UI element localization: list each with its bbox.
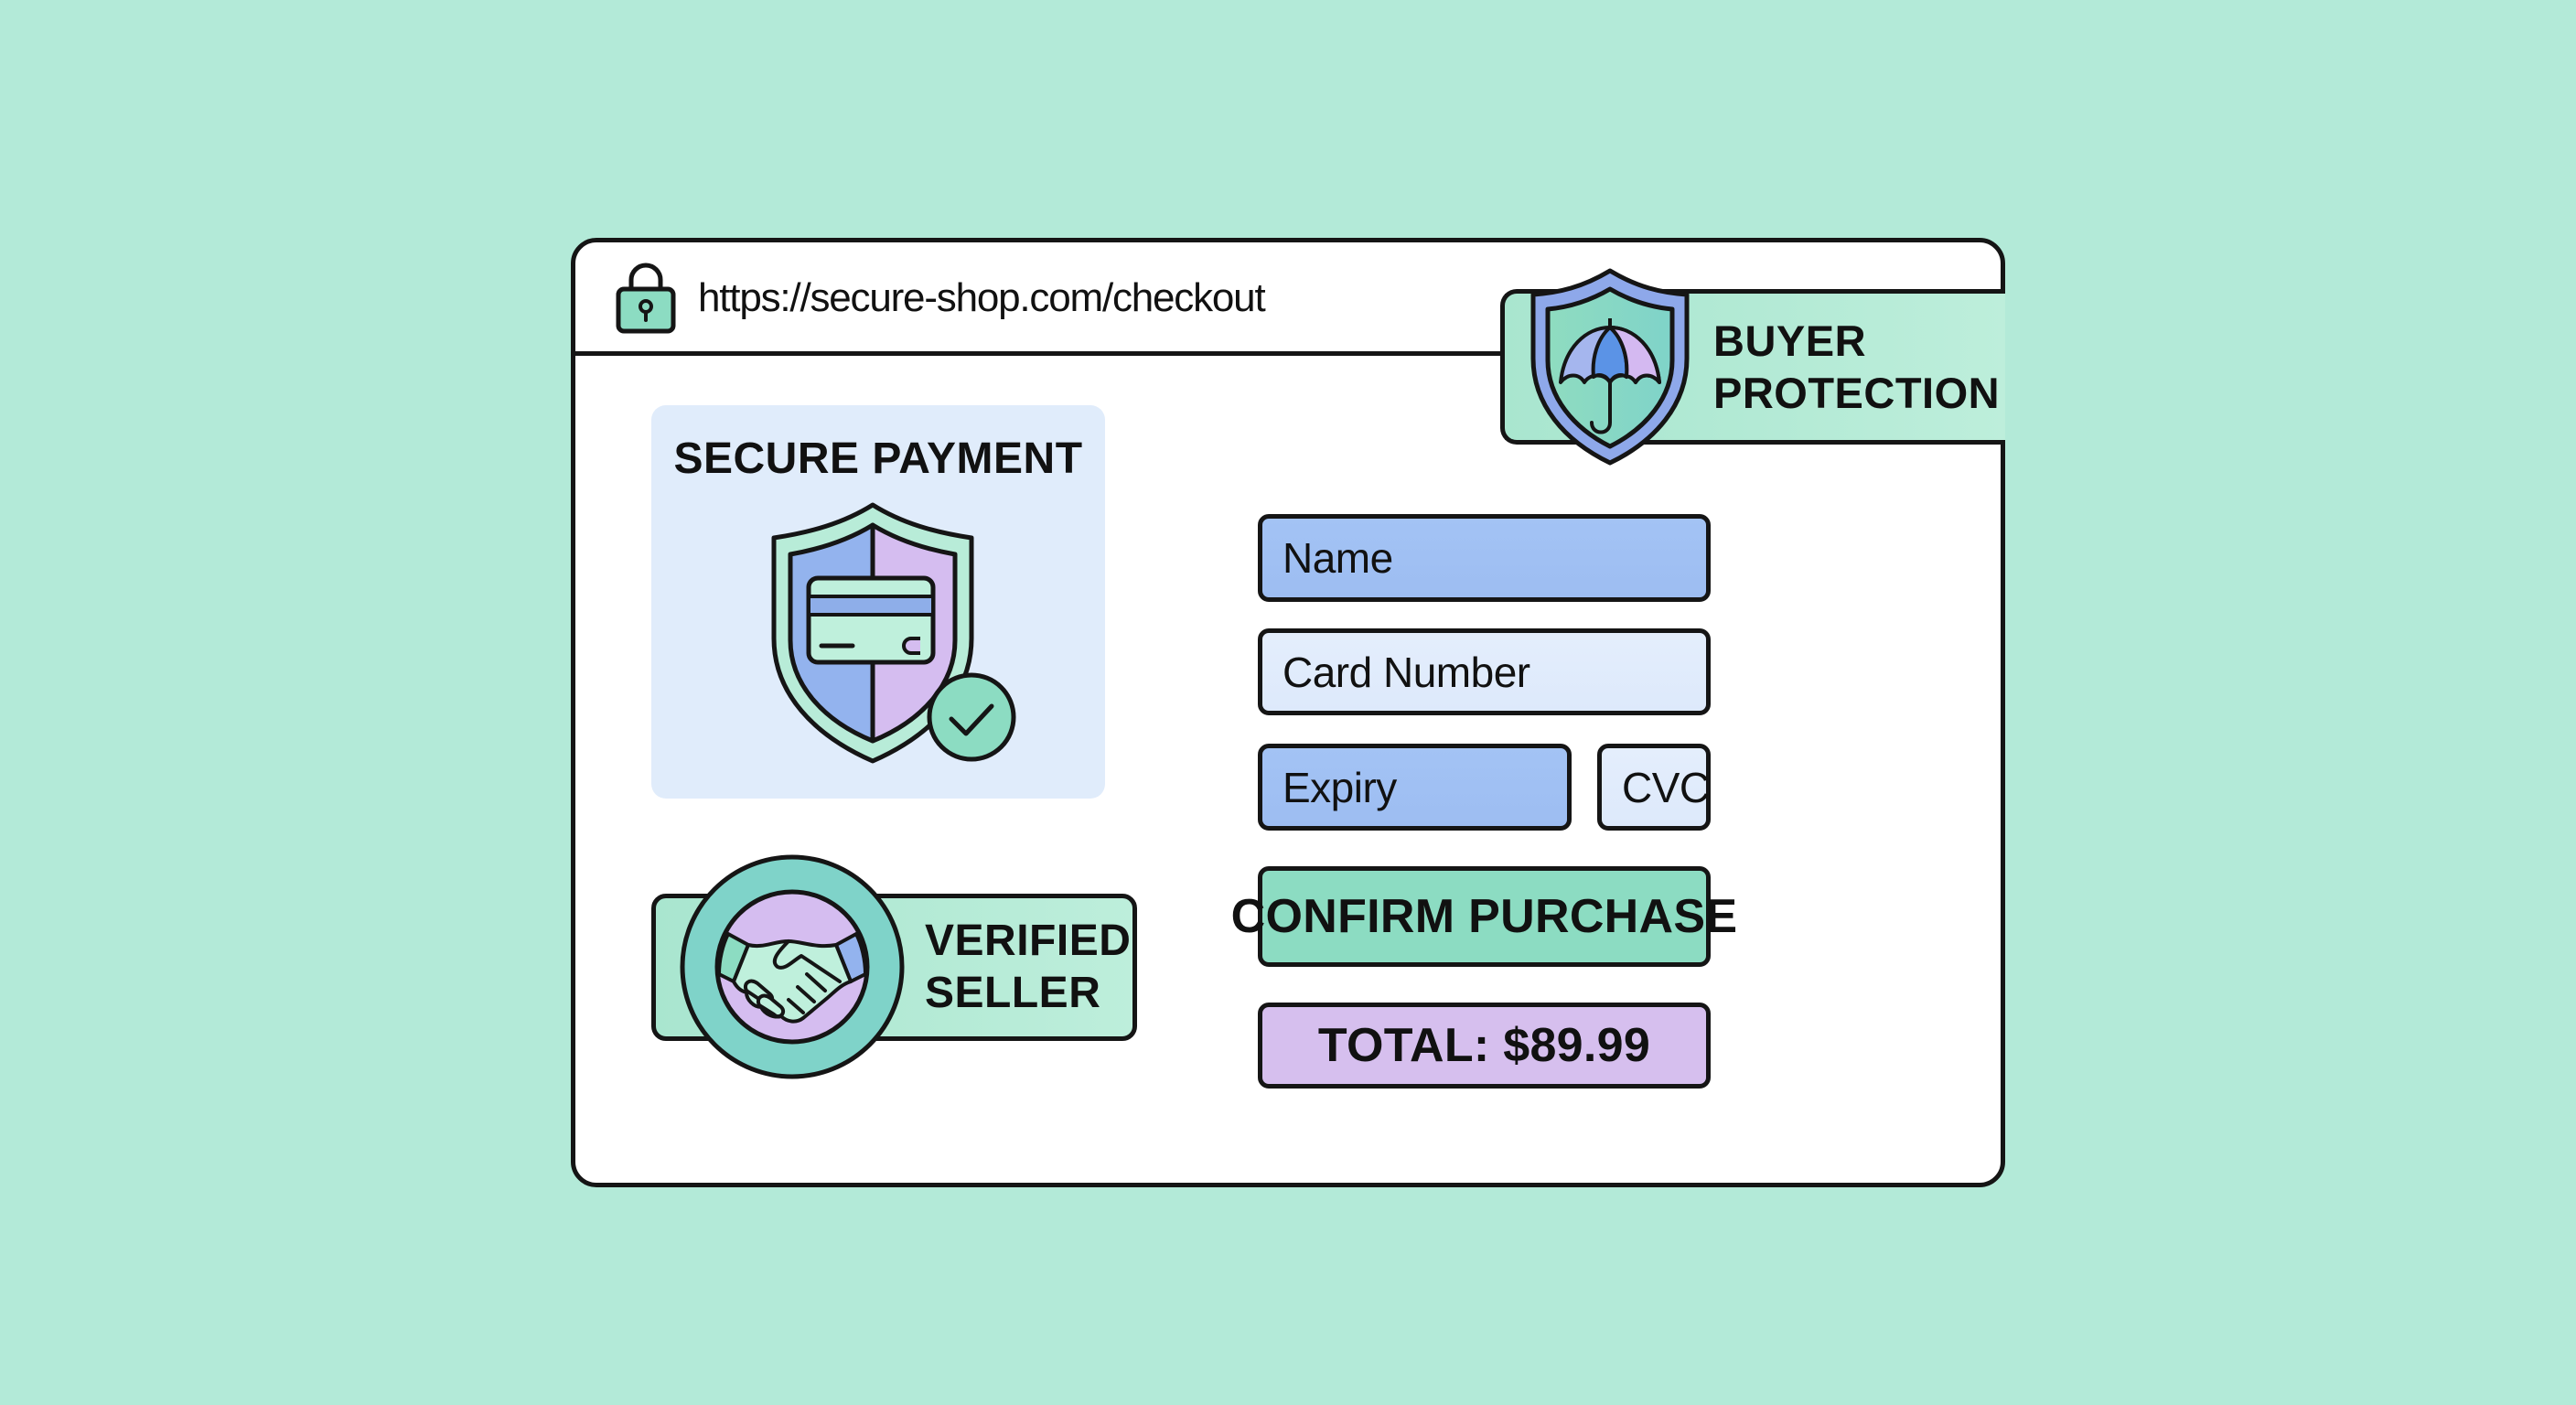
url-bar[interactable]: https://secure-shop.com/checkout [698, 275, 1266, 320]
card-number-input[interactable]: Card Number [1258, 628, 1711, 715]
card-number-placeholder: Card Number [1283, 648, 1530, 696]
order-total-label: TOTAL: $89.99 [1317, 1019, 1651, 1072]
name-input-placeholder: Name [1283, 534, 1393, 582]
cvc-placeholder: CVC [1622, 763, 1710, 811]
buyer-protection-line1: BUYER [1713, 316, 1867, 365]
expiry-input[interactable]: Expiry [1258, 744, 1572, 831]
handshake-badge-icon [679, 853, 906, 1080]
verified-seller-line1: VERIFIED [925, 917, 1132, 965]
address-bar-divider [571, 351, 1504, 356]
secure-payment-title: SECURE PAYMENT [673, 434, 1083, 483]
padlock-icon [615, 260, 677, 335]
name-input[interactable]: Name [1258, 514, 1711, 602]
umbrella-shield-icon [1528, 267, 1692, 467]
buyer-protection-line2: PROTECTION [1713, 369, 2001, 417]
confirm-purchase-label: CONFIRM PURCHASE [1230, 890, 1738, 943]
cvc-input[interactable]: CVC [1597, 744, 1711, 831]
expiry-placeholder: Expiry [1283, 763, 1397, 811]
order-total: TOTAL: $89.99 [1258, 1003, 1711, 1089]
verified-seller-line2: SELLER [925, 969, 1101, 1017]
credit-card-shield-check-icon [767, 501, 1023, 767]
verified-seller-label: VERIFIED SELLER [925, 915, 1131, 1019]
confirm-purchase-button[interactable]: CONFIRM PURCHASE [1231, 866, 1737, 967]
buyer-protection-label: BUYER PROTECTION [1713, 315, 2000, 419]
